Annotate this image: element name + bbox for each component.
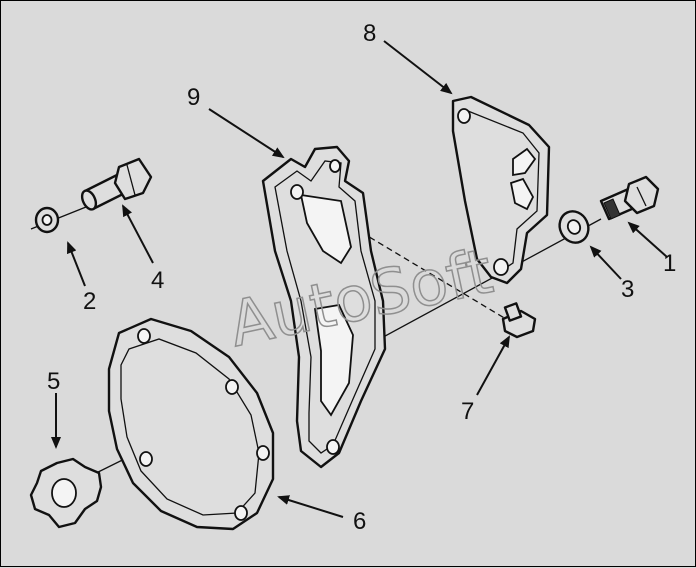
callout-3: 3 bbox=[621, 276, 634, 303]
part-7-bolt bbox=[501, 302, 537, 339]
callout-8: 8 bbox=[363, 20, 376, 47]
callout-1: 1 bbox=[663, 250, 676, 277]
leader-arrow-1 bbox=[627, 221, 668, 258]
callout-labels: 1 2 3 4 5 6 7 8 9 bbox=[47, 20, 676, 535]
leader-arrows bbox=[51, 40, 668, 518]
leader-arrow-7 bbox=[476, 335, 510, 396]
callout-4: 4 bbox=[151, 267, 164, 294]
part-5-coupling bbox=[29, 457, 103, 529]
callout-2: 2 bbox=[83, 288, 96, 315]
leader-arrow-2 bbox=[67, 241, 86, 287]
part-4-stud bbox=[80, 157, 153, 211]
part-2-washer bbox=[34, 206, 60, 234]
leader-arrow-8 bbox=[383, 40, 453, 95]
leader-arrow-4 bbox=[122, 204, 154, 264]
callout-5: 5 bbox=[47, 368, 60, 395]
callout-7: 7 bbox=[461, 398, 474, 425]
leader-arrow-3 bbox=[589, 245, 622, 280]
part-3-washer bbox=[558, 210, 590, 244]
part-8-plate bbox=[451, 95, 551, 285]
part-9-bracket bbox=[261, 145, 387, 469]
part-1-bolt bbox=[599, 175, 660, 221]
part-6-gasket bbox=[107, 317, 275, 531]
leader-arrow-6 bbox=[277, 495, 344, 518]
callout-9: 9 bbox=[187, 84, 200, 111]
leader-arrow-9 bbox=[208, 108, 285, 159]
callout-6: 6 bbox=[353, 508, 366, 535]
